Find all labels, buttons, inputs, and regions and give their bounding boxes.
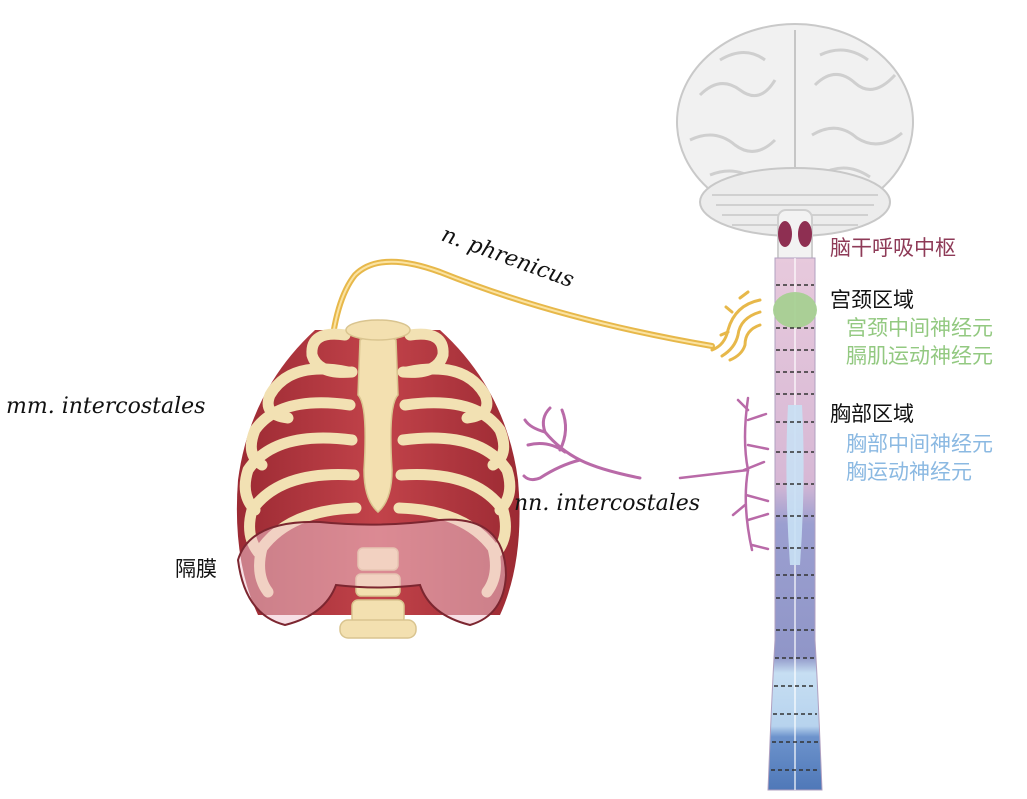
diaphragm-label: 隔膜	[175, 559, 217, 580]
thoracic-interneurons-label: 胸部中间神经元	[846, 434, 993, 455]
cervical-neuron-cluster	[773, 292, 817, 328]
brainstem-center-label: 脑干呼吸中枢	[830, 238, 956, 259]
intercostal-muscles-label: mm. intercostales	[6, 396, 205, 418]
thoracic-nerve-branches	[680, 398, 768, 550]
spinal-cord	[768, 258, 822, 790]
intercostal-nerves-label: nn. intercostales	[514, 493, 700, 515]
brain	[677, 24, 913, 265]
phrenic-motor-neurons-label: 膈肌运动神经元	[846, 346, 993, 367]
cervical-nerve-roots	[712, 292, 760, 360]
thoracic-motor-neurons-label: 胸运动神经元	[846, 462, 972, 483]
cervical-region-label: 宫颈区域	[830, 290, 914, 311]
intercostal-nerve	[524, 408, 640, 480]
cervical-interneurons-label: 宫颈中间神经元	[846, 318, 993, 339]
thoracic-region-label: 胸部区域	[830, 404, 914, 425]
